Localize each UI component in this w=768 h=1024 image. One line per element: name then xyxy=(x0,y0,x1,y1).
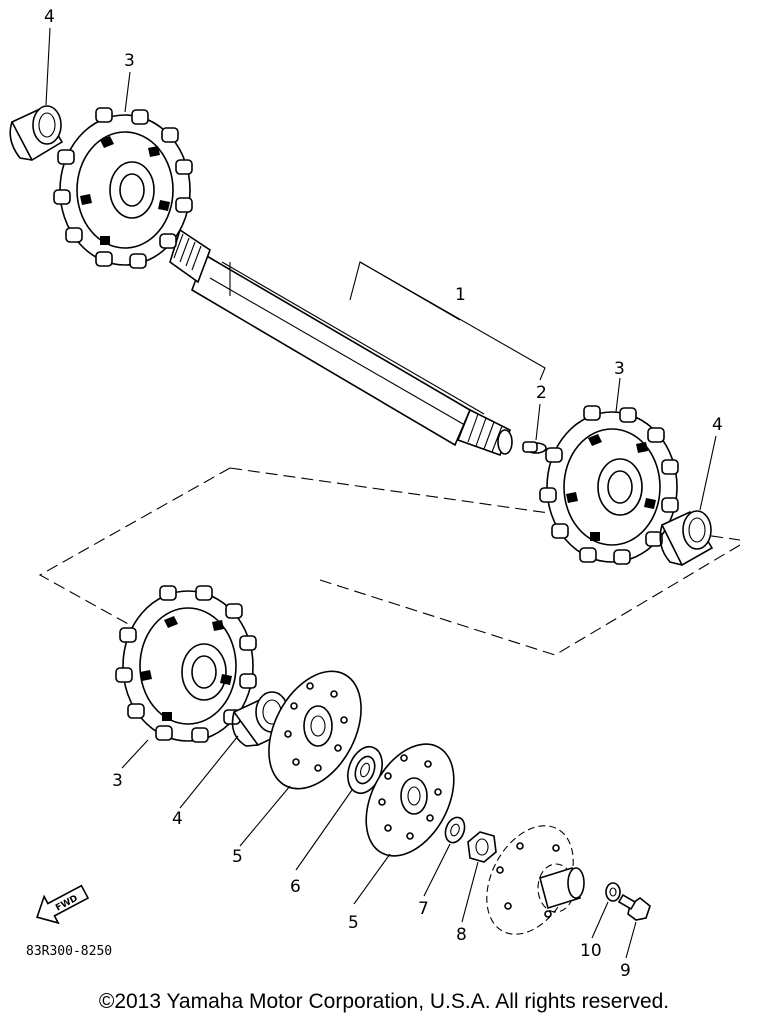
sprocket-top-teeth xyxy=(53,107,193,269)
forward-arrow-icon: FWD xyxy=(36,884,90,925)
drive-shaft xyxy=(169,228,513,457)
assembly-guide-lines xyxy=(38,467,741,656)
bushing-right xyxy=(659,510,714,567)
callout-3-top: 3 xyxy=(124,51,135,71)
washer xyxy=(444,816,466,844)
flange-plate-right xyxy=(365,743,455,857)
callout-5-left: 5 xyxy=(232,847,243,867)
callout-10: 10 xyxy=(580,941,602,961)
sprocket-right-teeth xyxy=(539,405,679,565)
sprocket-top-inner-teeth xyxy=(80,136,170,245)
callout-2: 2 xyxy=(536,383,547,403)
callout-4-bottom: 4 xyxy=(172,809,183,829)
nut xyxy=(467,831,497,863)
bolt xyxy=(617,893,651,921)
callout-4-right: 4 xyxy=(712,415,723,435)
hub-flange xyxy=(486,825,585,935)
callout-1: 1 xyxy=(455,285,466,305)
callout-5-right: 5 xyxy=(348,913,359,933)
callout-7: 7 xyxy=(418,899,429,919)
bushing-top xyxy=(9,105,64,162)
shaft-thread xyxy=(456,408,513,457)
callout-labels: 4 3 1 2 3 4 3 4 5 6 5 7 8 10 9 xyxy=(44,7,723,981)
diagram-part-code: 83R300-8250 xyxy=(26,944,112,959)
bearing xyxy=(347,745,383,795)
flange-plate-left-holes xyxy=(284,682,348,772)
sprocket-right xyxy=(539,405,679,565)
flange-plate-left xyxy=(268,670,362,790)
flange-plate-right-holes xyxy=(378,754,442,840)
lock-washer xyxy=(605,882,621,902)
callout-3-bottom: 3 xyxy=(112,771,123,791)
callout-3-right: 3 xyxy=(614,359,625,379)
sprocket-right-inner-teeth xyxy=(566,434,656,541)
callout-6: 6 xyxy=(290,877,301,897)
sprocket-bottom-teeth xyxy=(115,585,257,743)
sprocket-top xyxy=(53,107,193,269)
callout-8: 8 xyxy=(456,925,467,945)
sprocket-bottom xyxy=(115,585,257,743)
callout-4-top: 4 xyxy=(44,7,55,27)
sprocket-bottom-inner-teeth xyxy=(140,616,232,721)
pin xyxy=(522,441,547,454)
leader-lines xyxy=(45,27,717,959)
callout-9: 9 xyxy=(620,961,631,981)
copyright-notice: ©2013 Yamaha Motor Corporation, U.S.A. A… xyxy=(98,990,670,1013)
shaft-splines xyxy=(169,228,211,284)
